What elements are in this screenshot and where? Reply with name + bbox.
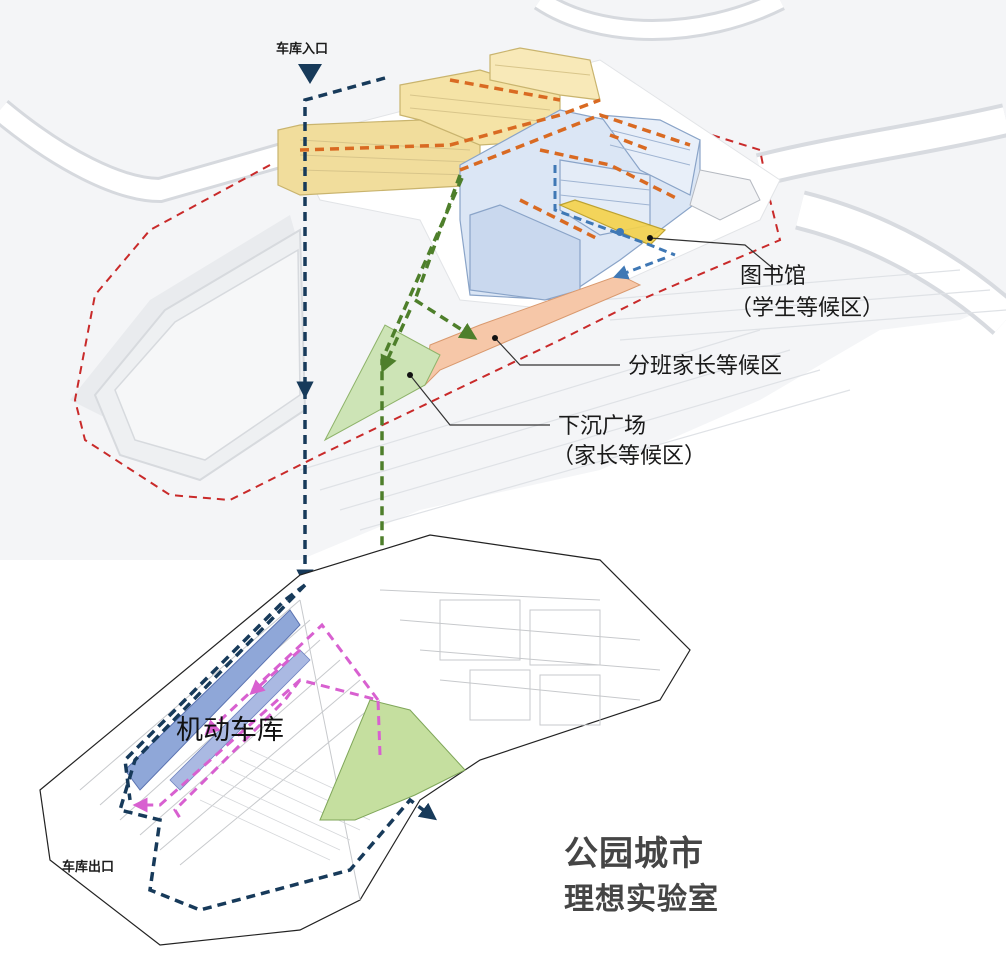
sunken-plaza-bottom <box>319 699 466 821</box>
sunken-plaza-label-line2: （家长等候区） <box>552 444 707 469</box>
watermark-line1: 公园城市 <box>564 834 704 874</box>
vehicle-route <box>296 76 386 587</box>
sports-field <box>70 215 307 482</box>
sunken-plaza-top <box>323 324 441 442</box>
garage-exit-label: 车库出口 <box>62 860 115 875</box>
sunken-plaza-label-line1: 下沉广场 <box>558 414 647 439</box>
teaching-building <box>277 47 601 196</box>
library-label-line1: 图书馆 <box>740 264 807 289</box>
student-route <box>299 78 691 242</box>
watermark-line2: 理想实验室 <box>564 882 719 917</box>
class-parent-waiting-area <box>424 274 642 387</box>
garage-internal-route <box>132 622 382 819</box>
leader-dots <box>407 235 653 378</box>
library-label-line2: （学生等候区） <box>730 296 885 321</box>
vehicle-route-garage <box>117 583 437 912</box>
garage-entrance-marker <box>298 64 322 84</box>
class-parent-wait-label: 分班家长等候区 <box>628 354 783 379</box>
garage-entrance-label: 车库入口 <box>276 42 329 57</box>
motor-garage-label: 机动车库 <box>176 715 284 746</box>
parking-band <box>124 609 301 791</box>
site-boundary-line <box>73 99 782 502</box>
leader-lines <box>409 237 776 426</box>
library-route <box>553 165 676 280</box>
library-pointer-dot <box>616 228 624 236</box>
